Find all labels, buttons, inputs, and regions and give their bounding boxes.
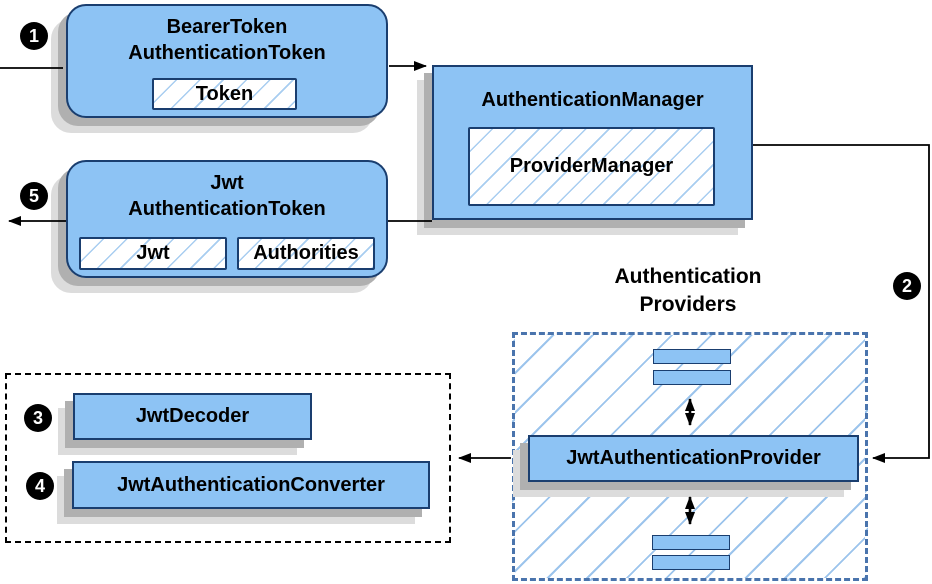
- step-badge-5-number: 5: [28, 186, 39, 206]
- provider-stack-bar: [652, 555, 730, 570]
- authentication-providers-label: Authentication Providers: [568, 263, 808, 319]
- jwt-token-title-line1: Jwt: [210, 172, 244, 194]
- step-badge-2-number: 2: [901, 276, 912, 296]
- step-badge-4-number: 4: [34, 476, 45, 496]
- jwt-authentication-converter-box: JwtAuthenticationConverter: [72, 461, 430, 509]
- step-badge-5: 5: [20, 182, 48, 210]
- bearer-token-authentication-token-box: BearerToken AuthenticationToken Token: [66, 4, 388, 118]
- authorities-field: Authorities: [237, 237, 375, 270]
- bearer-token-title-line2: AuthenticationToken: [128, 42, 326, 64]
- token-field: Token: [152, 78, 297, 110]
- provider-stack-bar: [652, 535, 730, 550]
- jwt-components-group: [5, 373, 451, 543]
- jwt-field-label: Jwt: [136, 242, 170, 264]
- jwt-authentication-provider-label: JwtAuthenticationProvider: [566, 447, 821, 469]
- authorities-field-label: Authorities: [253, 242, 359, 264]
- step-badge-4: 4: [26, 472, 54, 500]
- jwt-token-title-line2: AuthenticationToken: [128, 198, 326, 220]
- authentication-providers-label-line1: Authentication: [614, 265, 762, 288]
- jwt-authentication-converter-label: JwtAuthenticationConverter: [117, 473, 385, 496]
- provider-stack-bar: [653, 370, 731, 385]
- jwt-authentication-token-title: Jwt AuthenticationToken: [68, 162, 386, 222]
- jwt-field: Jwt: [79, 237, 227, 270]
- token-field-label: Token: [195, 82, 254, 105]
- authentication-providers-label-line2: Providers: [639, 293, 737, 316]
- jwt-decoder-box: JwtDecoder: [73, 393, 312, 440]
- bearer-token-title-line1: BearerToken: [166, 16, 288, 38]
- step-badge-2: 2: [893, 272, 921, 300]
- jwt-authentication-provider-box: JwtAuthenticationProvider: [528, 435, 859, 482]
- bearer-token-authentication-token-title: BearerToken AuthenticationToken: [68, 6, 386, 66]
- jwt-decoder-label: JwtDecoder: [135, 405, 250, 427]
- step-badge-3-number: 3: [32, 408, 43, 428]
- authentication-manager-box: AuthenticationManager ProviderManager: [432, 65, 753, 220]
- provider-manager-field-label: ProviderManager: [509, 155, 674, 177]
- provider-manager-field: ProviderManager: [468, 127, 715, 206]
- provider-stack-bar: [653, 349, 731, 364]
- step-badge-1: 1: [20, 22, 48, 50]
- jwt-authentication-token-box: Jwt AuthenticationToken Jwt Authorities: [66, 160, 388, 278]
- authentication-providers-group: JwtAuthenticationProvider: [512, 332, 868, 581]
- step-badge-1-number: 1: [28, 26, 39, 46]
- authentication-manager-title: AuthenticationManager: [481, 89, 704, 111]
- step-badge-3: 3: [24, 404, 52, 432]
